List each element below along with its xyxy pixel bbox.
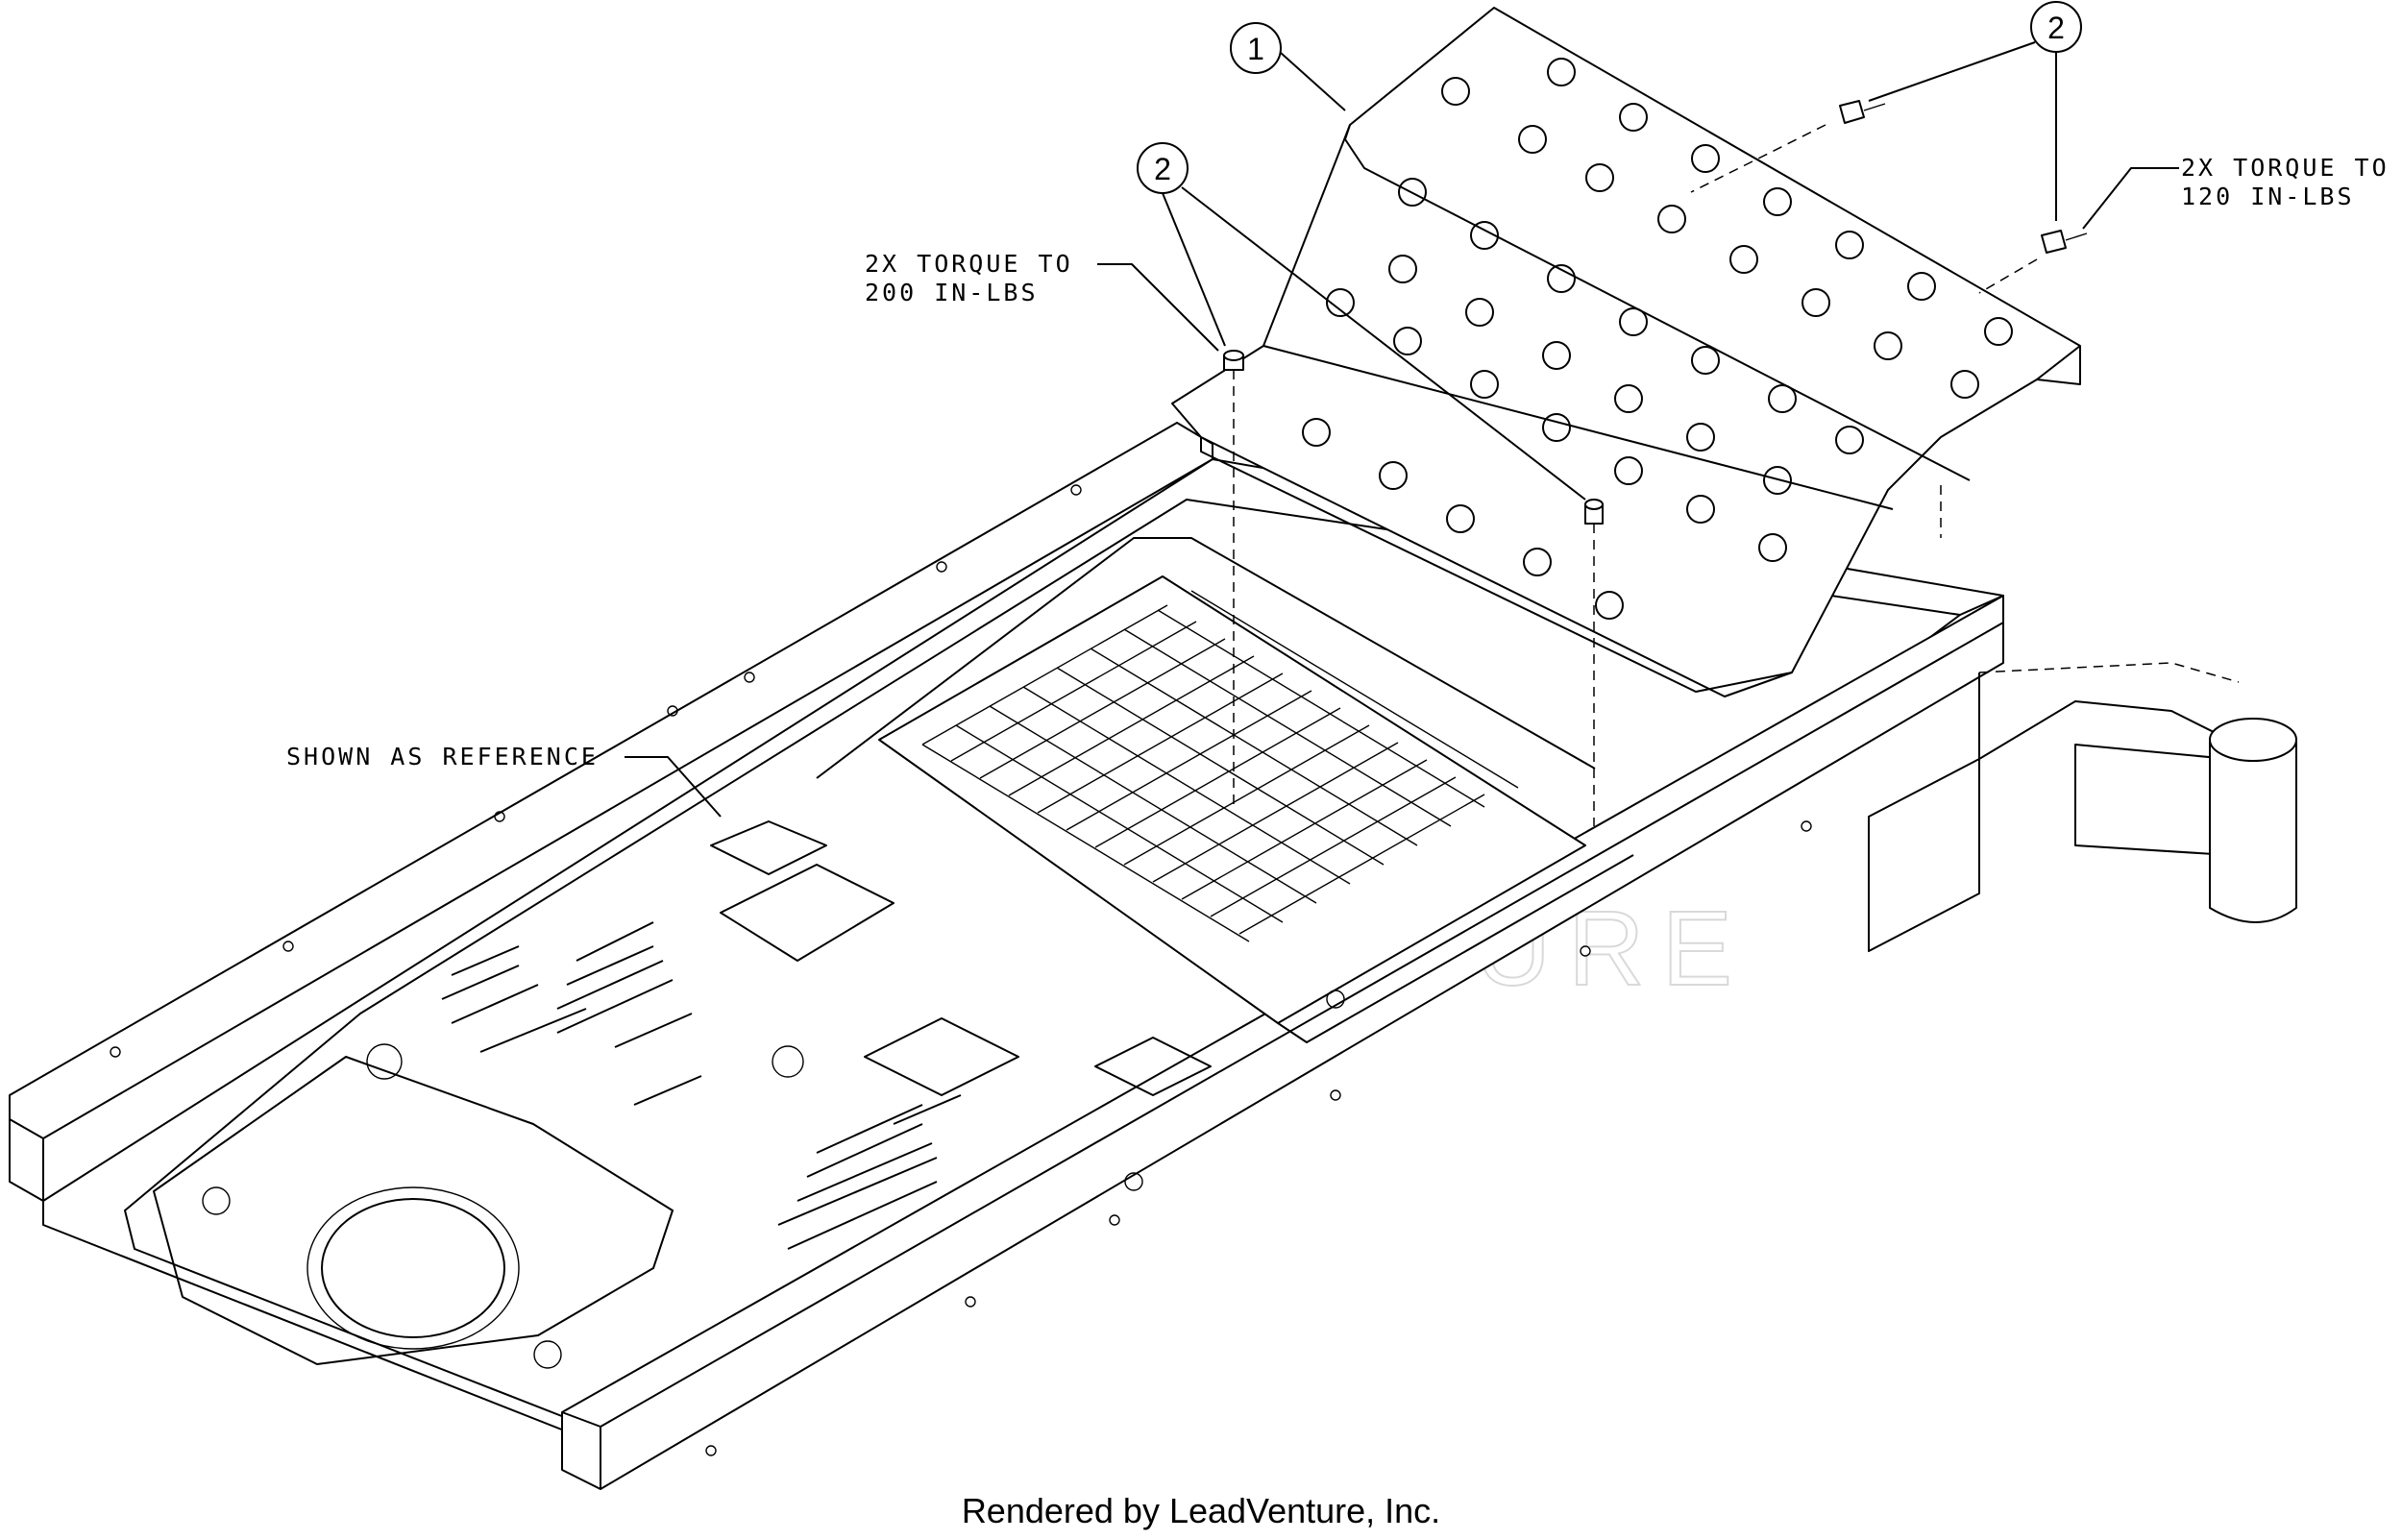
mounting-holes [110, 484, 1812, 1456]
torque-note-120: 2X TORQUE TO 120 IN-LBS [2082, 154, 2390, 230]
mesh-openings [921, 590, 1519, 942]
pivot-tube [2209, 718, 2297, 762]
svg-text:2: 2 [1154, 152, 1171, 186]
bolt-right-2 [2041, 230, 2088, 254]
foot-plate [1171, 7, 2081, 697]
svg-text:200 IN-LBS: 200 IN-LBS [865, 279, 1039, 306]
reference-note: SHOWN AS REFERENCE [286, 743, 722, 818]
svg-text:SHOWN AS REFERENCE: SHOWN AS REFERENCE [286, 743, 599, 770]
bolt-right-1 [1839, 100, 1886, 124]
pump-opening [321, 1198, 505, 1338]
torque-note-200: 2X TORQUE TO 200 IN-LBS [865, 250, 1219, 352]
bolt-left-2 [1584, 499, 1604, 525]
callout-2-right: 2 [1868, 1, 2082, 221]
render-credit: Rendered by LeadVenture, Inc. [962, 1491, 1440, 1530]
callout-1: 1 [1230, 22, 1346, 111]
bolt-left-1 [1223, 350, 1244, 371]
traction-dimples [1302, 58, 2013, 620]
vent-slots [441, 921, 962, 1250]
svg-text:2X TORQUE TO: 2X TORQUE TO [865, 250, 1073, 278]
svg-text:1: 1 [1247, 32, 1264, 66]
svg-text:120 IN-LBS: 120 IN-LBS [2181, 183, 2355, 210]
svg-text:2: 2 [2047, 11, 2065, 45]
svg-text:2X TORQUE TO: 2X TORQUE TO [2181, 154, 2390, 182]
callout-2-left: 2 [1137, 142, 1586, 501]
frame-assembly [9, 422, 2297, 1490]
